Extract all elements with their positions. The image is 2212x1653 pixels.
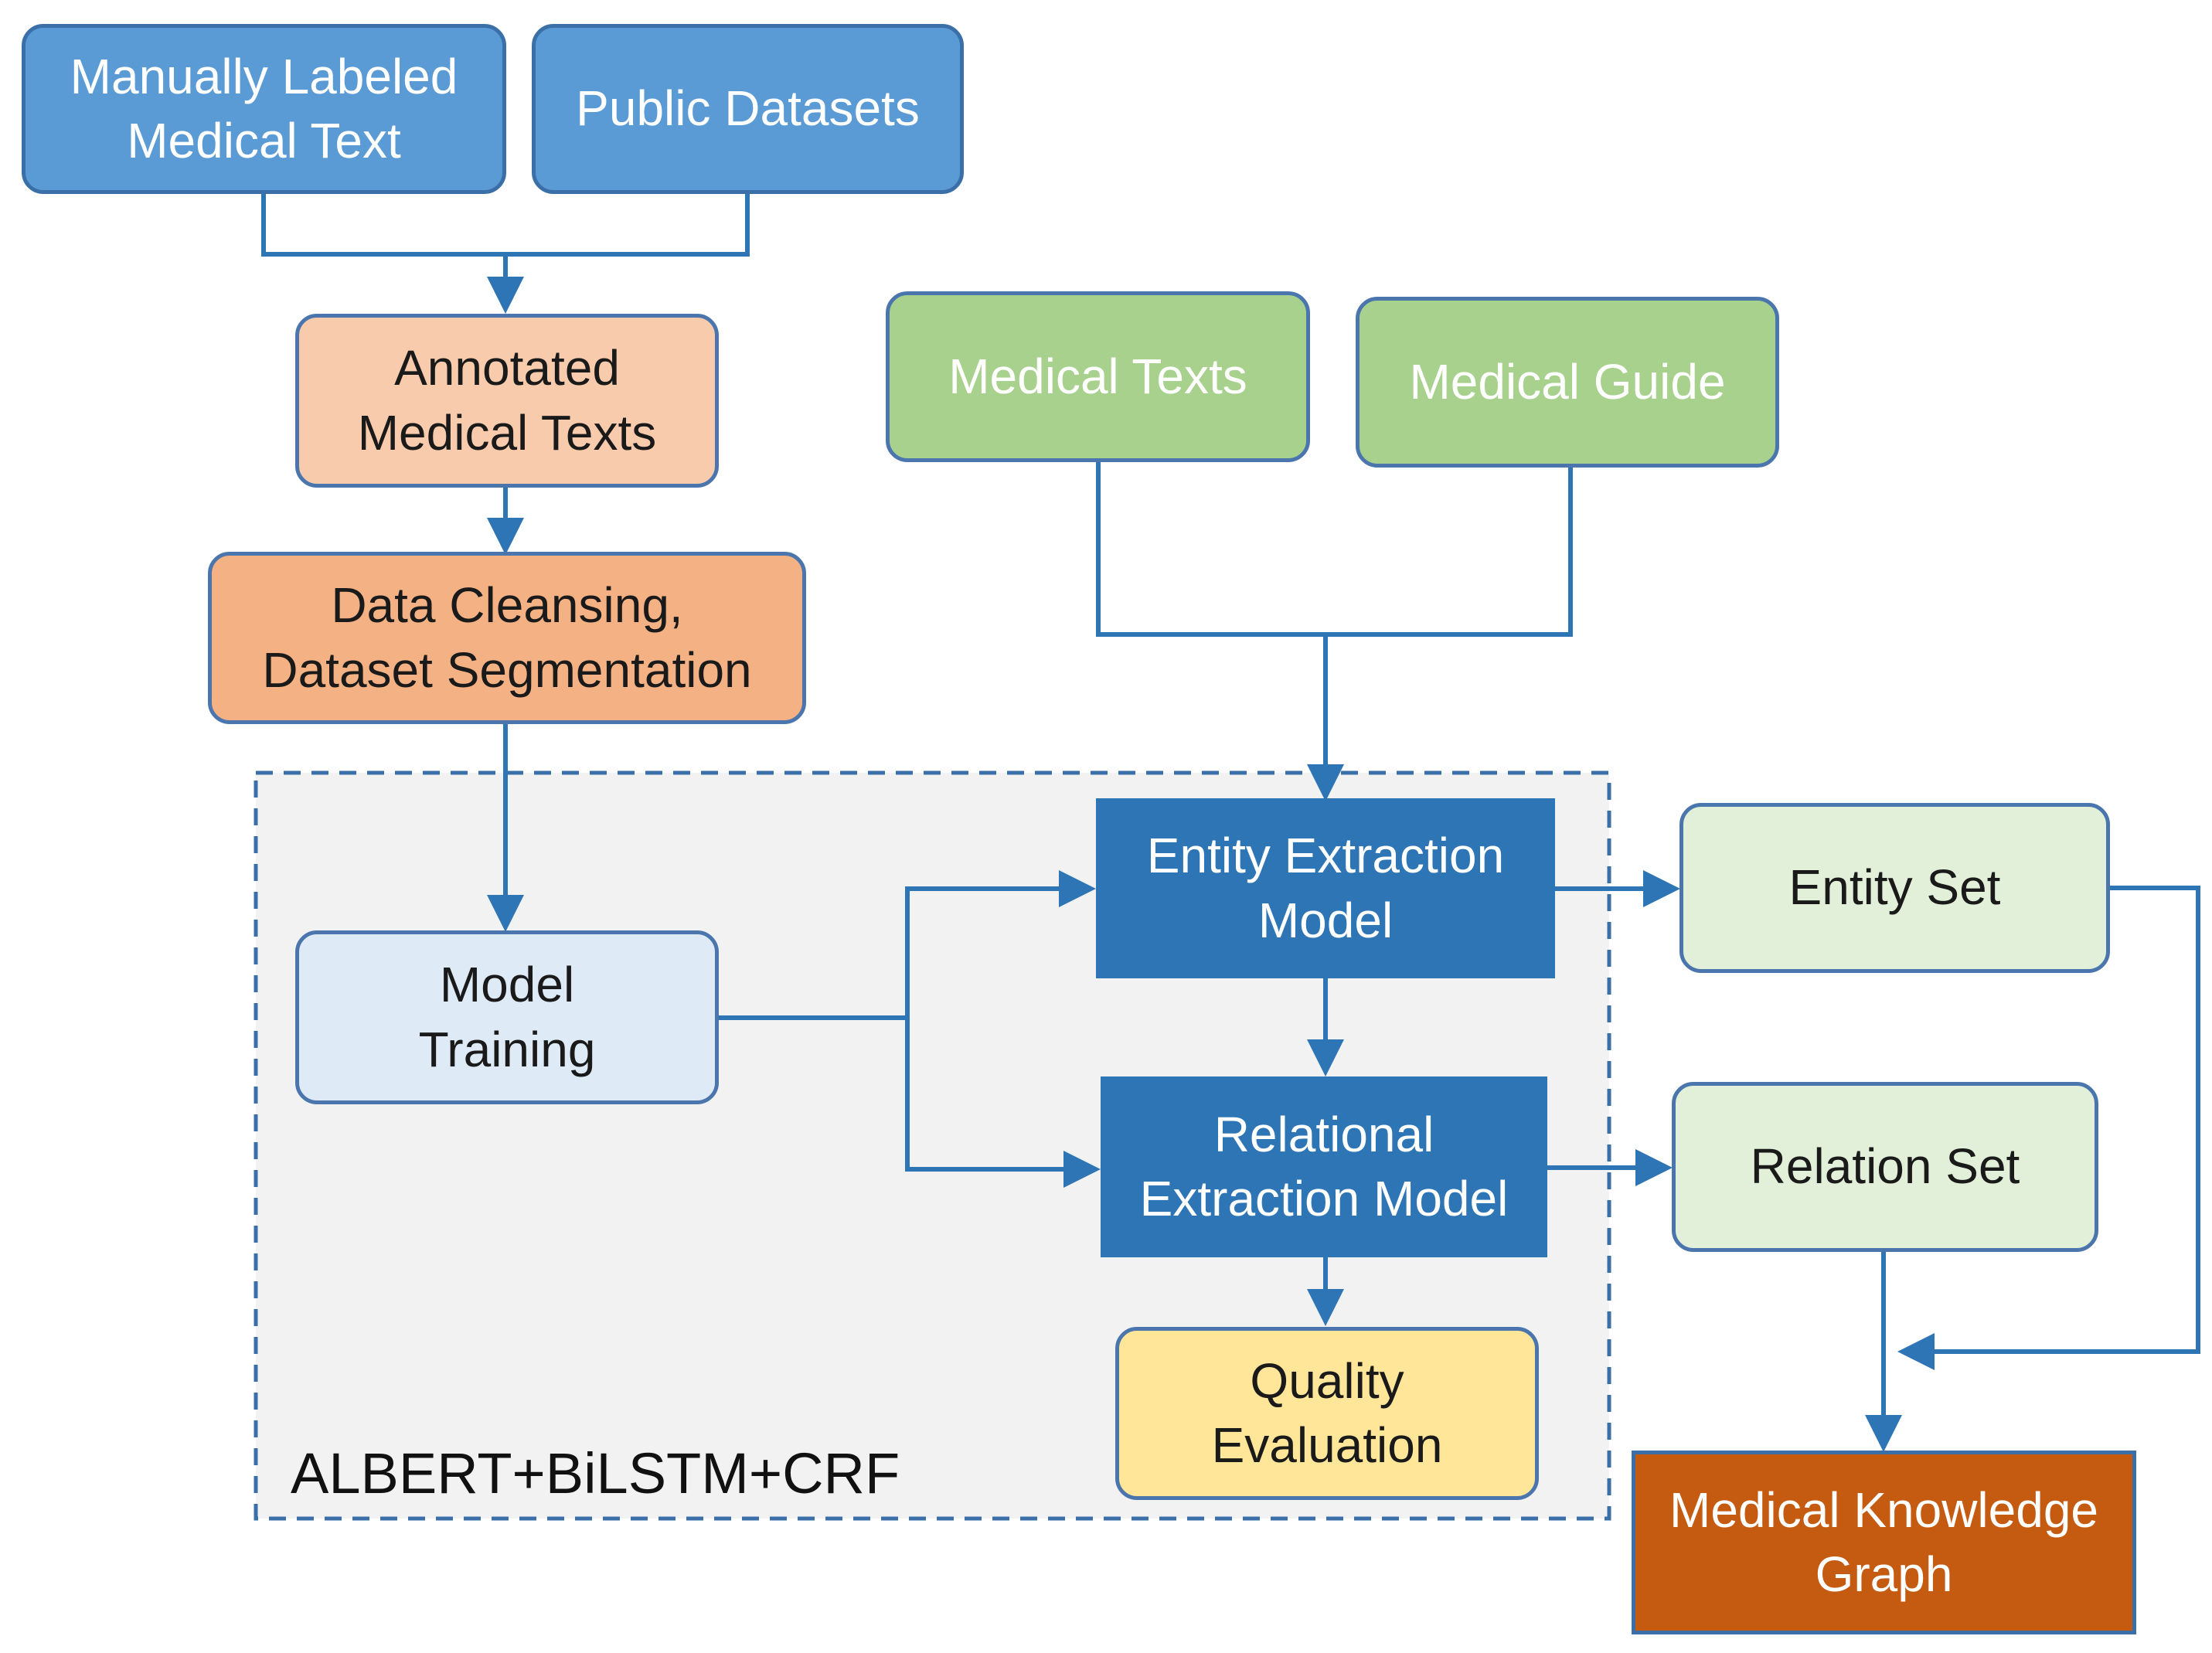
node-relation-set: Relation Set [1672, 1082, 2098, 1252]
node-model-training: Model Training [295, 930, 719, 1104]
node-label: Entity Set [1788, 859, 2001, 916]
node-entity-extraction-model: Entity Extraction Model [1096, 798, 1555, 978]
region-label: ALBERT+BiLSTM+CRF [291, 1441, 900, 1505]
edge-branch-relational [905, 1018, 1101, 1188]
node-label: Annotated Medical Texts [357, 340, 657, 461]
node-data-cleansing: Data Cleansing, Dataset Segmentation [208, 552, 806, 724]
node-label: Quality Evaluation [1211, 1352, 1443, 1473]
node-annotated-medical-texts: Annotated Medical Texts [295, 314, 719, 488]
edge-texts-guide-merge [1096, 462, 1573, 637]
node-medical-knowledge-graph: Medical Knowledge Graph [1632, 1451, 2136, 1634]
node-medical-texts: Medical Texts [886, 291, 1310, 462]
node-label: Medical Guide [1409, 353, 1726, 410]
node-label: Model Training [418, 957, 596, 1077]
node-medical-guide: Medical Guide [1356, 297, 1779, 468]
node-manually-labeled-medical-text: Manually Labeled Medical Text [22, 24, 506, 194]
node-label: Relation Set [1750, 1138, 2020, 1195]
node-relational-extraction-model: Relational Extraction Model [1101, 1076, 1547, 1257]
node-quality-evaluation: Quality Evaluation [1115, 1327, 1539, 1500]
node-label: Data Cleansing, Dataset Segmentation [262, 577, 752, 698]
node-label: Medical Knowledge Graph [1669, 1481, 2098, 1602]
node-label: Relational Extraction Model [1139, 1106, 1509, 1226]
edge-manual-merge [261, 194, 750, 257]
edge-branch-entity [905, 870, 1096, 1018]
node-label: Medical Texts [948, 348, 1247, 404]
edge-entityset-merge [1897, 886, 2200, 1370]
node-public-datasets: Public Datasets [532, 24, 964, 194]
node-label: Manually Labeled Medical Text [70, 48, 458, 168]
node-label: Public Datasets [576, 80, 920, 137]
node-entity-set: Entity Set [1679, 803, 2110, 973]
node-label: Entity Extraction Model [1146, 828, 1505, 948]
